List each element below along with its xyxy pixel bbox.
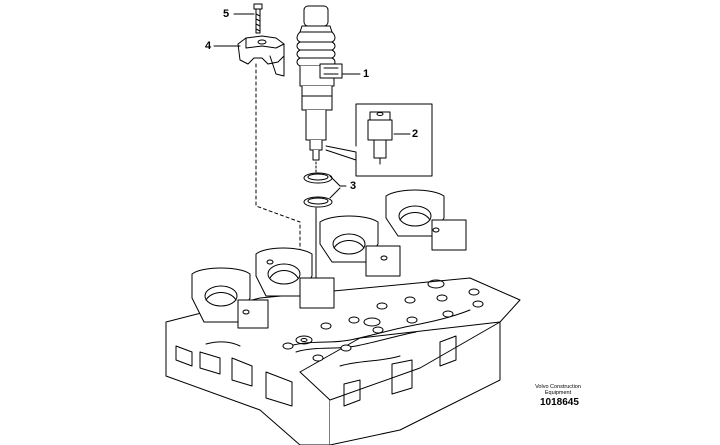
nozzle-part-2 xyxy=(367,111,393,165)
leader-line-3b xyxy=(329,187,341,199)
callout-1: 1 xyxy=(363,68,370,80)
callout-3: 3 xyxy=(350,180,357,192)
nozzle-detail-box xyxy=(325,103,433,177)
figure-number: 1018645 xyxy=(540,397,579,408)
callout-4: 4 xyxy=(205,40,212,52)
cylinder-head xyxy=(165,277,521,445)
leader-line-3a xyxy=(329,175,347,187)
bearing-caps xyxy=(191,189,467,329)
callout-2: 2 xyxy=(412,128,419,140)
unit-injector-part-1 xyxy=(296,5,343,161)
brand-line-2: Equipment xyxy=(544,390,572,396)
clamp-part-4 xyxy=(237,35,285,77)
callout-5: 5 xyxy=(223,8,230,20)
o-rings-part-3 xyxy=(303,161,333,208)
brand-line-1: Volvo Construction xyxy=(535,384,581,390)
cylinder-head-nuts xyxy=(282,279,484,362)
bolt-part-5 xyxy=(253,3,263,34)
